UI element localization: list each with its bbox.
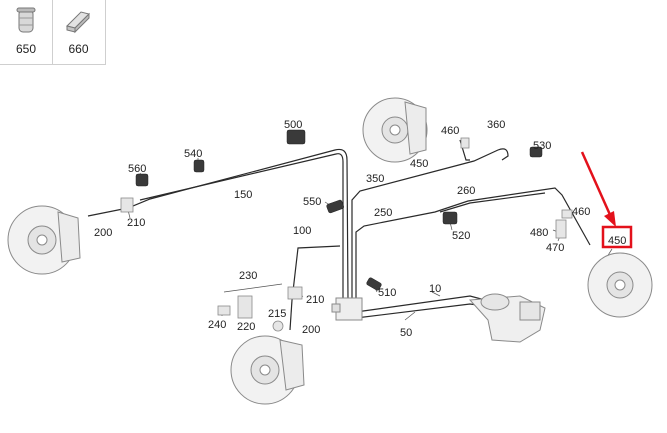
brake-line-260 (439, 192, 546, 213)
label-215[interactable]: 215 (268, 308, 286, 320)
label-350[interactable]: 350 (366, 173, 384, 185)
thumbnail-strip: 650 660 (0, 0, 106, 65)
label-210-rear[interactable]: 210 (306, 294, 324, 306)
label-10[interactable]: 10 (429, 283, 441, 295)
highlight-arrowhead (604, 211, 616, 227)
small-parts (135, 129, 543, 291)
label-360[interactable]: 360 (487, 119, 505, 131)
label-200-front[interactable]: 200 (94, 227, 112, 239)
label-240[interactable]: 240 (208, 319, 226, 331)
brake-line-10 (355, 295, 486, 313)
brake-disc-front-right (587, 252, 653, 318)
brake-line-250 (355, 187, 591, 300)
clip-520 (442, 211, 458, 225)
thumbnail-label: 660 (68, 42, 89, 56)
leader-10 (431, 291, 441, 297)
hex-bolt-icon (66, 11, 90, 34)
brake-line-100 (291, 245, 341, 301)
clip-510 (366, 277, 382, 291)
label-50[interactable]: 50 (400, 327, 412, 339)
part-460 (561, 209, 573, 219)
label-470[interactable]: 470 (546, 242, 564, 254)
label-500[interactable]: 500 (284, 119, 302, 131)
thumbnail-660[interactable]: 660 (52, 0, 104, 64)
label-220[interactable]: 220 (237, 321, 255, 333)
clip-550 (326, 199, 344, 214)
brake-line-150-b (139, 153, 344, 300)
part-240 (217, 305, 231, 316)
label-450-highlighted[interactable]: 450 (608, 235, 626, 247)
brake-disc-rear (230, 335, 305, 405)
brake-lines (87, 139, 591, 331)
label-100[interactable]: 100 (293, 225, 311, 237)
label-460-right[interactable]: 460 (572, 206, 590, 218)
leader-50 (404, 311, 416, 321)
brake-line-350 (351, 148, 509, 300)
part-460-b (460, 137, 470, 149)
label-510[interactable]: 510 (378, 287, 396, 299)
clip-500 (286, 129, 306, 145)
brake-line-200-rear (289, 299, 293, 331)
bump-stop-icon (16, 7, 36, 33)
highlight-box (601, 225, 633, 249)
master-cylinder (468, 293, 546, 343)
label-540[interactable]: 540 (184, 148, 202, 160)
brake-disc-front-upper (362, 97, 428, 163)
label-550[interactable]: 550 (303, 196, 321, 208)
highlight-arrow (580, 151, 613, 218)
bracket-parts (120, 137, 573, 332)
brake-line-50 (355, 303, 486, 319)
label-460-upper[interactable]: 460 (441, 125, 459, 137)
bracket-210-b (287, 286, 303, 300)
label-530[interactable]: 530 (533, 140, 551, 152)
label-450-upper[interactable]: 450 (410, 158, 428, 170)
label-210-front[interactable]: 210 (127, 217, 145, 229)
part-215 (272, 320, 284, 332)
label-520[interactable]: 520 (452, 230, 470, 242)
brake-disc-front-left (7, 205, 81, 275)
label-560[interactable]: 560 (128, 163, 146, 175)
label-150[interactable]: 150 (234, 189, 252, 201)
part-470 (555, 219, 567, 239)
leader-230 (223, 283, 283, 293)
bracket-210 (120, 197, 134, 213)
label-260[interactable]: 260 (457, 185, 475, 197)
clip-540 (193, 159, 205, 173)
part-220 (237, 295, 253, 319)
label-230[interactable]: 230 (239, 270, 257, 282)
thumbnail-650[interactable]: 650 (0, 0, 52, 64)
label-200-rear[interactable]: 200 (302, 324, 320, 336)
brake-distributor-block (331, 297, 363, 321)
clip-560 (135, 173, 149, 187)
clip-530 (529, 146, 543, 158)
thumbnail-label: 650 (15, 42, 37, 56)
label-480[interactable]: 480 (530, 227, 548, 239)
label-250[interactable]: 250 (374, 207, 392, 219)
